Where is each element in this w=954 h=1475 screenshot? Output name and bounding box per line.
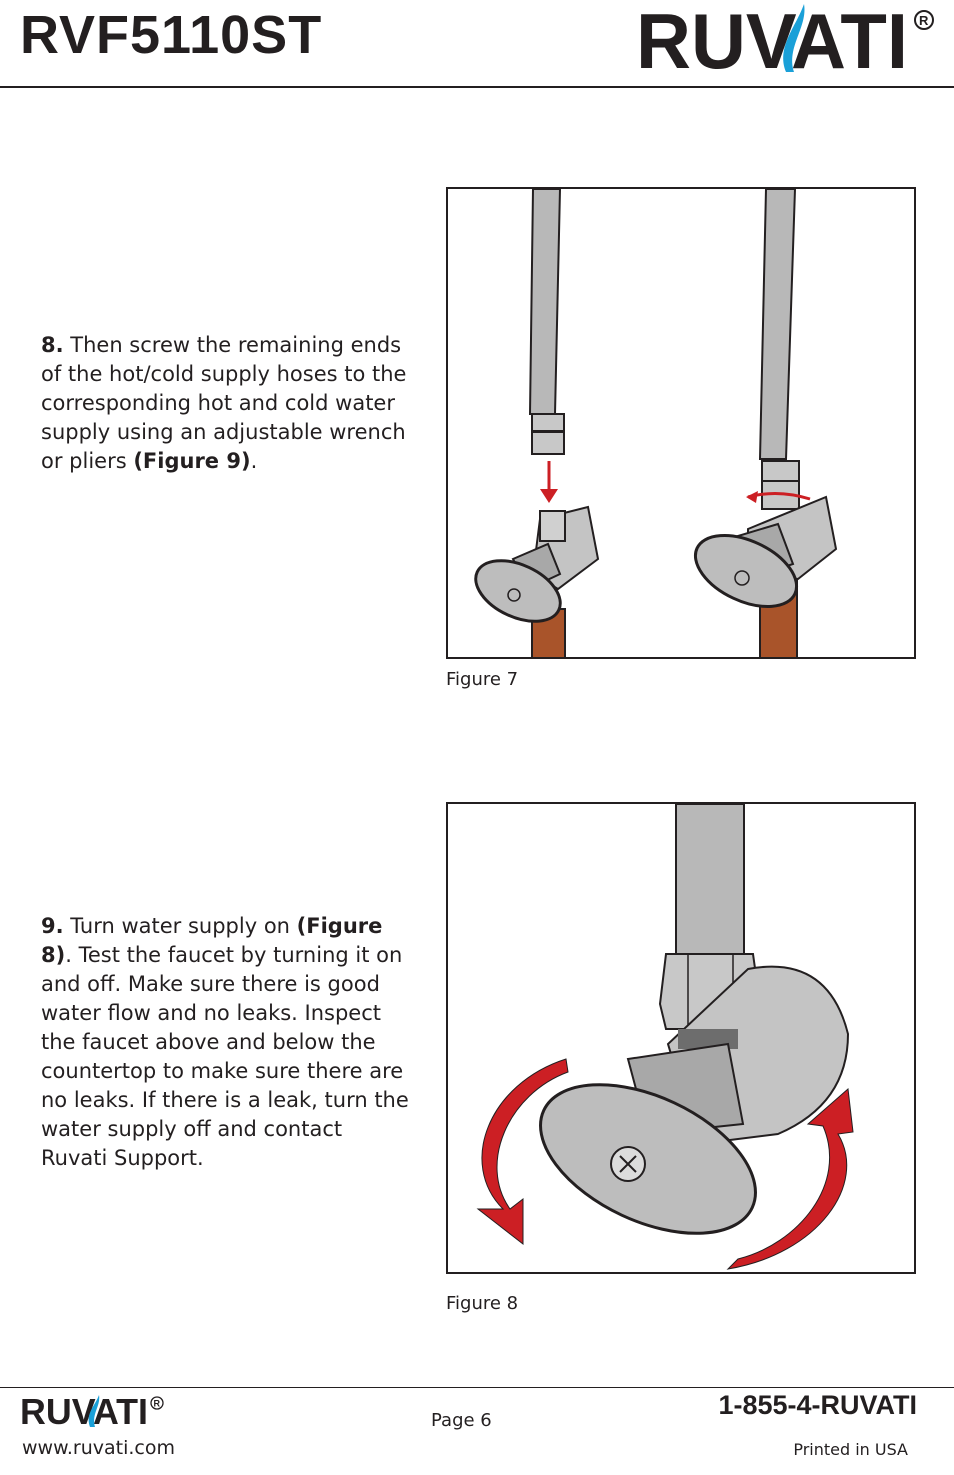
figure-8-caption: Figure 8	[446, 1293, 519, 1314]
logo-water-drop-icon	[783, 4, 805, 72]
step-8-text: 8. Then screw the remaining ends of the …	[41, 333, 407, 473]
step-9-text: 9. Turn water supply on (Figure 8). Test…	[41, 914, 409, 1170]
figure-7	[446, 187, 916, 659]
model-number: RVF5110ST	[20, 5, 323, 65]
turn-right-arrow-icon	[726, 1087, 854, 1270]
support-phone: 1-855-4-RUVATI	[718, 1390, 917, 1420]
svg-text:R: R	[154, 1399, 161, 1409]
svg-text:R: R	[919, 13, 929, 28]
page-number: Page 6	[431, 1410, 492, 1431]
printed-in: Printed in USA	[793, 1440, 908, 1459]
logo-water-drop-icon	[88, 1395, 100, 1427]
footer-rule	[0, 1387, 954, 1388]
website-link[interactable]: www.ruvati.com	[22, 1437, 176, 1459]
valve-handle	[539, 1083, 757, 1235]
ruvati-logo-footer: RUVATI R	[20, 1394, 164, 1428]
valve-handle-right	[693, 534, 799, 608]
ruvati-logo-header: RUVATI R	[636, 2, 934, 76]
logo-wordmark: RUVATI	[636, 2, 908, 76]
header-rule	[0, 86, 954, 88]
turn-left-arrow-icon	[476, 1058, 569, 1246]
svg-text:RUVATI: RUVATI	[20, 1394, 148, 1428]
figure-8	[446, 802, 916, 1274]
figure-7-caption: Figure 7	[446, 669, 519, 690]
